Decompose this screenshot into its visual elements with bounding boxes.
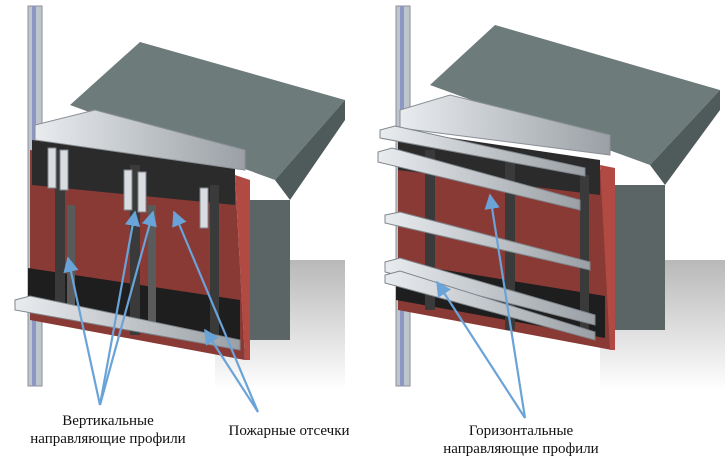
label-vertical-line2: направляющие профили: [30, 431, 186, 447]
concrete-slab: [70, 42, 345, 180]
label-vertical-line1: Вертикальные: [62, 413, 154, 429]
label-horizontal-line1: Горизонтальные: [468, 423, 574, 439]
top-bracket: [34, 109, 246, 171]
top-bracket-right: [399, 94, 611, 156]
label-fire-breaks: Пожарные отсечки: [214, 422, 364, 440]
label-horizontal-line2: направляющие профили: [443, 441, 599, 457]
concrete-slab-right: [430, 25, 720, 165]
left-facade-model: [14, 5, 345, 390]
label-fire-breaks-text: Пожарные отсечки: [228, 423, 350, 439]
right-facade-model: [377, 5, 725, 390]
arrows: [63, 193, 527, 419]
label-horizontal-profiles: Горизонтальные направляющие профили: [436, 422, 606, 458]
label-vertical-profiles: Вертикальные направляющие профили: [8, 412, 208, 448]
